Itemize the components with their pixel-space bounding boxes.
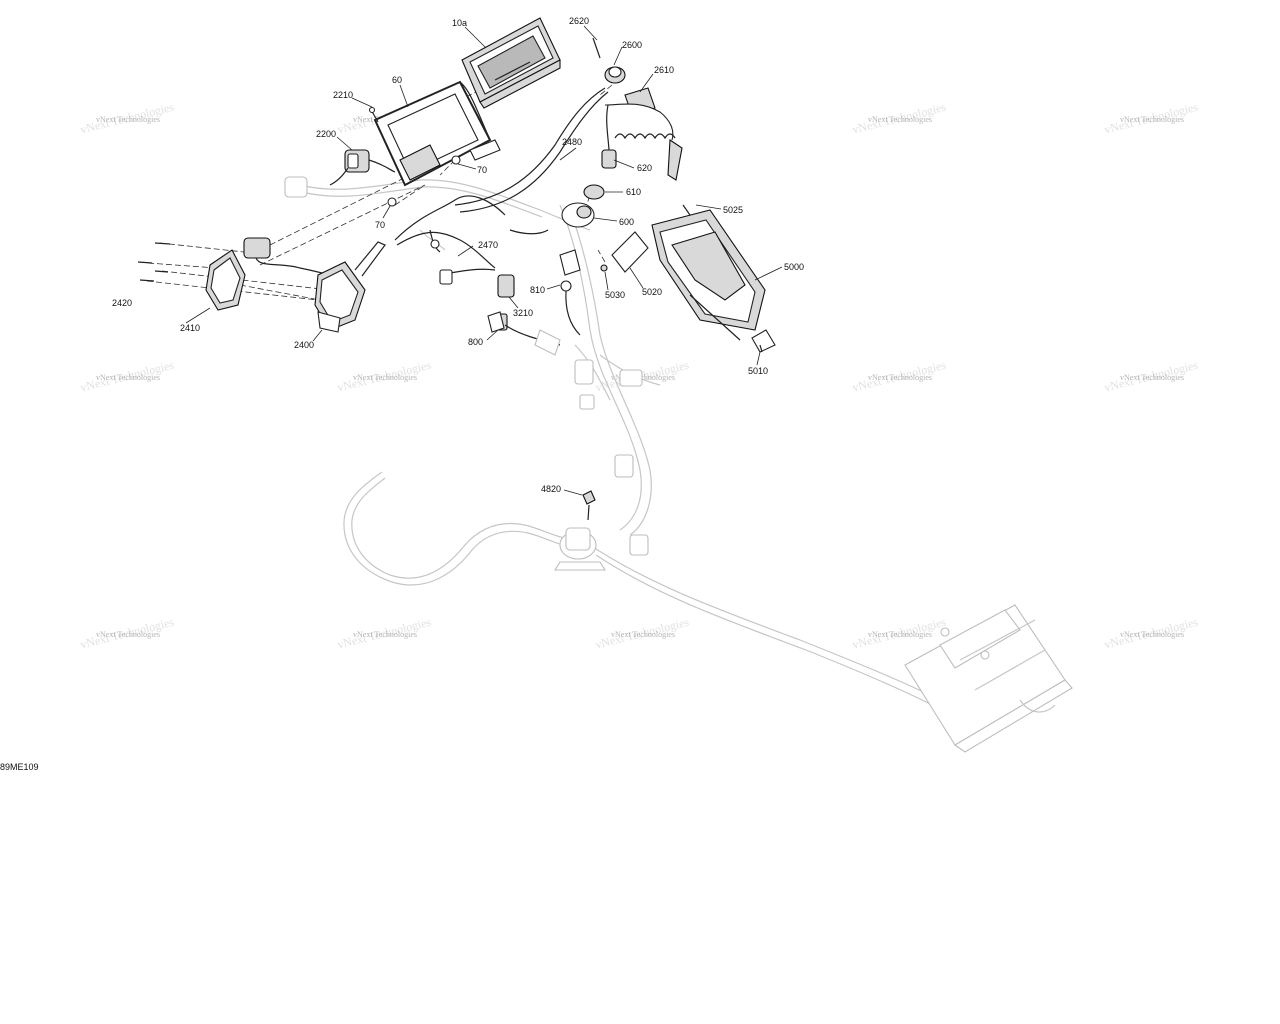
nut-4820 — [582, 490, 596, 521]
callout-2210: 2210 — [333, 90, 353, 100]
watermark: vNext Technologies — [1120, 115, 1184, 124]
callout-600: 600 — [619, 217, 634, 227]
clip-70 — [387, 155, 461, 207]
callout-2470: 2470 — [478, 240, 498, 250]
callout-610: 610 — [626, 187, 641, 197]
watermark: vNext Technologies — [353, 373, 417, 382]
callout-2200: 2200 — [316, 129, 336, 139]
digital-gauge-cluster — [461, 17, 561, 109]
watermark: vNext Technologies — [96, 373, 160, 382]
cables — [394, 87, 609, 285]
sensor-connectors — [487, 249, 581, 356]
callout-3210: 3210 — [513, 308, 533, 318]
diagram-code: 89ME109 — [0, 762, 39, 772]
watermark: vNext Technologies — [96, 115, 160, 124]
gauge-bezel — [373, 80, 501, 187]
watermark: vNext Technologies — [353, 630, 417, 639]
callout-5010: 5010 — [748, 366, 768, 376]
callout-2480: 2480 — [562, 137, 582, 147]
watermark: vNext Technologies — [96, 630, 160, 639]
callout-2420: 2420 — [112, 298, 132, 308]
callout-5025: 5025 — [723, 205, 743, 215]
callout-2620: 2620 — [569, 16, 589, 26]
key-switch-area — [561, 37, 683, 228]
watermark: vNext Technologies — [868, 630, 932, 639]
callout-2400: 2400 — [294, 340, 314, 350]
screw-2210 — [368, 106, 379, 123]
switch-assembly — [137, 237, 386, 333]
watermark: vNext Technologies — [1120, 630, 1184, 639]
watermark: vNext Technologies — [611, 630, 675, 639]
watermark: vNext Technologies — [868, 115, 932, 124]
callout-2600: 2600 — [622, 40, 642, 50]
callout-5020: 5020 — [642, 287, 662, 297]
callout-70: 70 — [375, 220, 385, 230]
callout-70: 70 — [477, 165, 487, 175]
callout-810: 810 — [530, 285, 545, 295]
callout-5000: 5000 — [784, 262, 804, 272]
callout-4820: 4820 — [541, 484, 561, 494]
callout-labels: 10a 2620 2600 2610 60 2210 2200 70 70 24… — [112, 16, 804, 494]
watermark: vNext Technologies — [611, 373, 675, 382]
callout-800: 800 — [468, 337, 483, 347]
callout-5030: 5030 — [605, 290, 625, 300]
ecu-assembly — [600, 204, 776, 353]
watermark: vNext Technologies — [1120, 373, 1184, 382]
callout-620: 620 — [637, 163, 652, 173]
callout-10a: 10a — [452, 18, 467, 28]
callout-2610: 2610 — [654, 65, 674, 75]
relay-base — [554, 527, 649, 571]
assembly-lines — [146, 69, 613, 301]
connector-2200 — [329, 149, 396, 186]
battery-box — [904, 604, 1073, 753]
callout-60: 60 — [392, 75, 402, 85]
leader-lines — [185, 25, 783, 496]
callout-2410: 2410 — [180, 323, 200, 333]
watermark: vNext Technologies — [868, 373, 932, 382]
